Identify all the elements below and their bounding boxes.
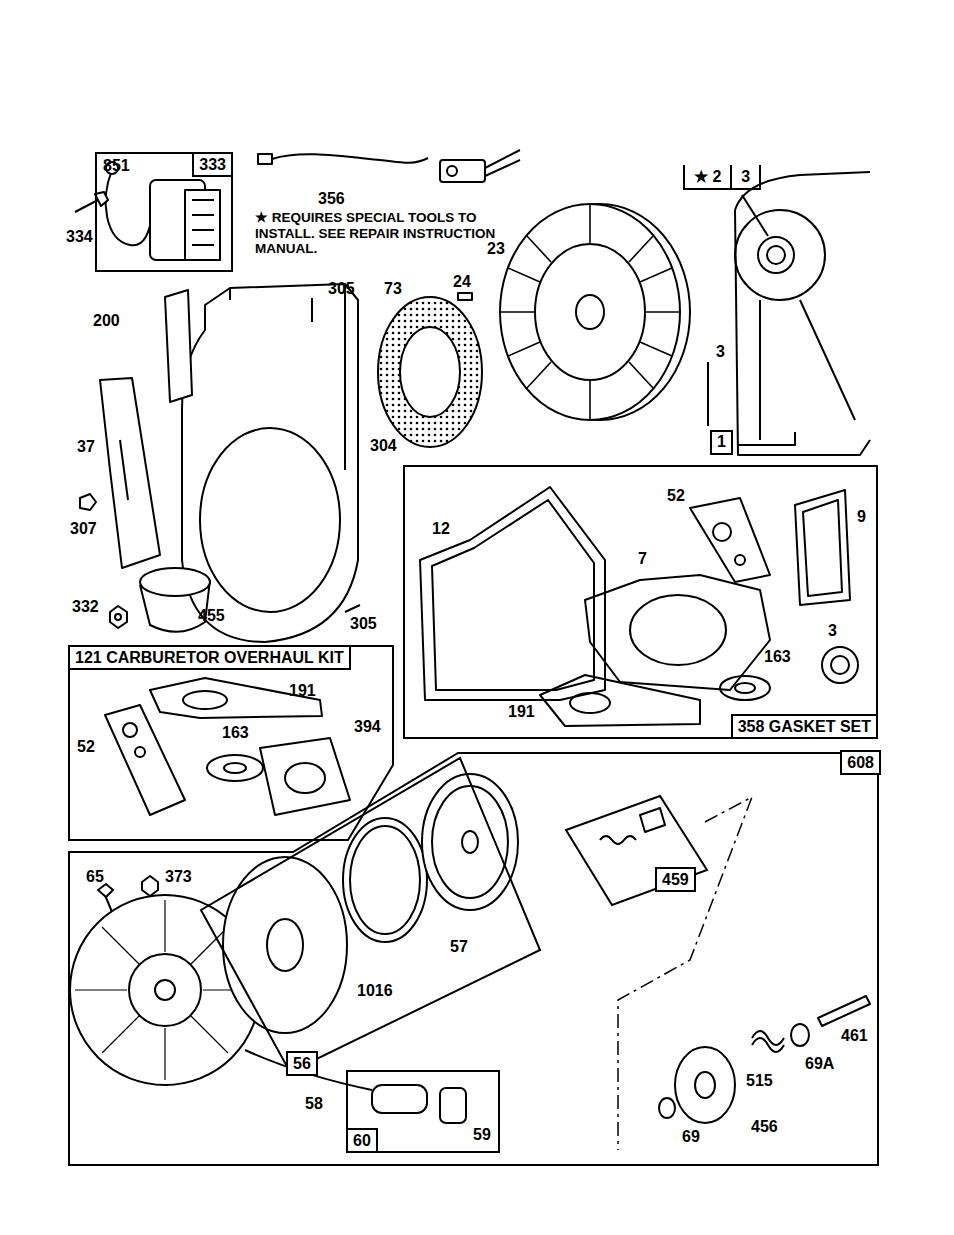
callout-number: 191 <box>289 682 316 700</box>
callout-number: 3 <box>828 622 837 640</box>
group-outline-shape <box>201 758 540 1072</box>
install-note: ★ REQUIRES SPECIAL TOOLS TO INSTALL. SEE… <box>255 210 505 257</box>
part-group-box: 358 GASKET SET <box>403 465 878 739</box>
group-outline-shape <box>69 753 878 1165</box>
group-title: 459 <box>655 867 696 892</box>
callout-number: 59 <box>473 1126 491 1144</box>
group-title: ★ 2 <box>685 165 732 188</box>
callout-number: 305 <box>350 615 377 633</box>
callout-number: 1016 <box>357 982 393 1000</box>
group-outline <box>68 645 394 841</box>
callout-number: 9 <box>857 508 866 526</box>
callout-number: 52 <box>667 487 685 505</box>
group-outline-shape <box>566 796 707 905</box>
group-title: 1 <box>717 433 726 450</box>
callout-number: 373 <box>165 868 192 886</box>
part-group-box: 121 CARBURETOR OVERHAUL KIT <box>68 645 394 841</box>
callout-number: 332 <box>72 598 99 616</box>
callout-number: 191 <box>508 703 535 721</box>
callout-number: 7 <box>638 550 647 568</box>
group-title: 333 <box>192 152 233 177</box>
callout-number: 307 <box>70 520 97 538</box>
callout-number: 52 <box>77 738 95 756</box>
callout-number: 455 <box>198 607 225 625</box>
callout-number: 57 <box>450 938 468 956</box>
callout-number: 163 <box>222 724 249 742</box>
group-outline-shape <box>69 646 393 840</box>
part-group-box: 608 459 56 60 <box>68 752 879 1166</box>
callout-number: 456 <box>751 1118 778 1136</box>
group-title: 60 <box>346 1128 378 1153</box>
group-title: 358 GASKET SET <box>731 714 878 739</box>
callout-number: 65 <box>86 868 104 886</box>
callout-number: 163 <box>764 648 791 666</box>
callout-number: 58 <box>305 1095 323 1113</box>
callout-number: 73 <box>384 280 402 298</box>
group-title: 3 <box>732 165 761 188</box>
part-group-box: 56 <box>200 757 545 1075</box>
callout-number: 200 <box>93 312 120 330</box>
callout-number: 37 <box>77 438 95 456</box>
callout-number: 305 <box>328 280 355 298</box>
callout-number: 12 <box>432 520 450 538</box>
callout-number: 23 <box>487 240 505 258</box>
callout-number: 24 <box>453 273 471 291</box>
callout-number: 356 <box>318 190 345 208</box>
callout-number: 851 <box>103 157 130 175</box>
callout-number: 334 <box>66 228 93 246</box>
part-group-box: 459 <box>565 795 710 907</box>
callout-number: 69 <box>682 1128 700 1146</box>
callout-number: 3 <box>716 343 725 361</box>
group-outline <box>200 757 545 1075</box>
group-title: 121 CARBURETOR OVERHAUL KIT <box>68 645 351 670</box>
group-title: 56 <box>286 1051 318 1076</box>
callout-number: 515 <box>746 1072 773 1090</box>
part-group-box: 1 <box>710 430 733 455</box>
callout-number: 304 <box>370 437 397 455</box>
callout-number: 69A <box>805 1055 834 1073</box>
callout-number: 461 <box>841 1027 868 1045</box>
group-title: 608 <box>840 750 881 775</box>
callout-number: 394 <box>354 718 381 736</box>
group-outline <box>68 752 879 1166</box>
part-group-box: ★ 23 <box>683 165 761 190</box>
